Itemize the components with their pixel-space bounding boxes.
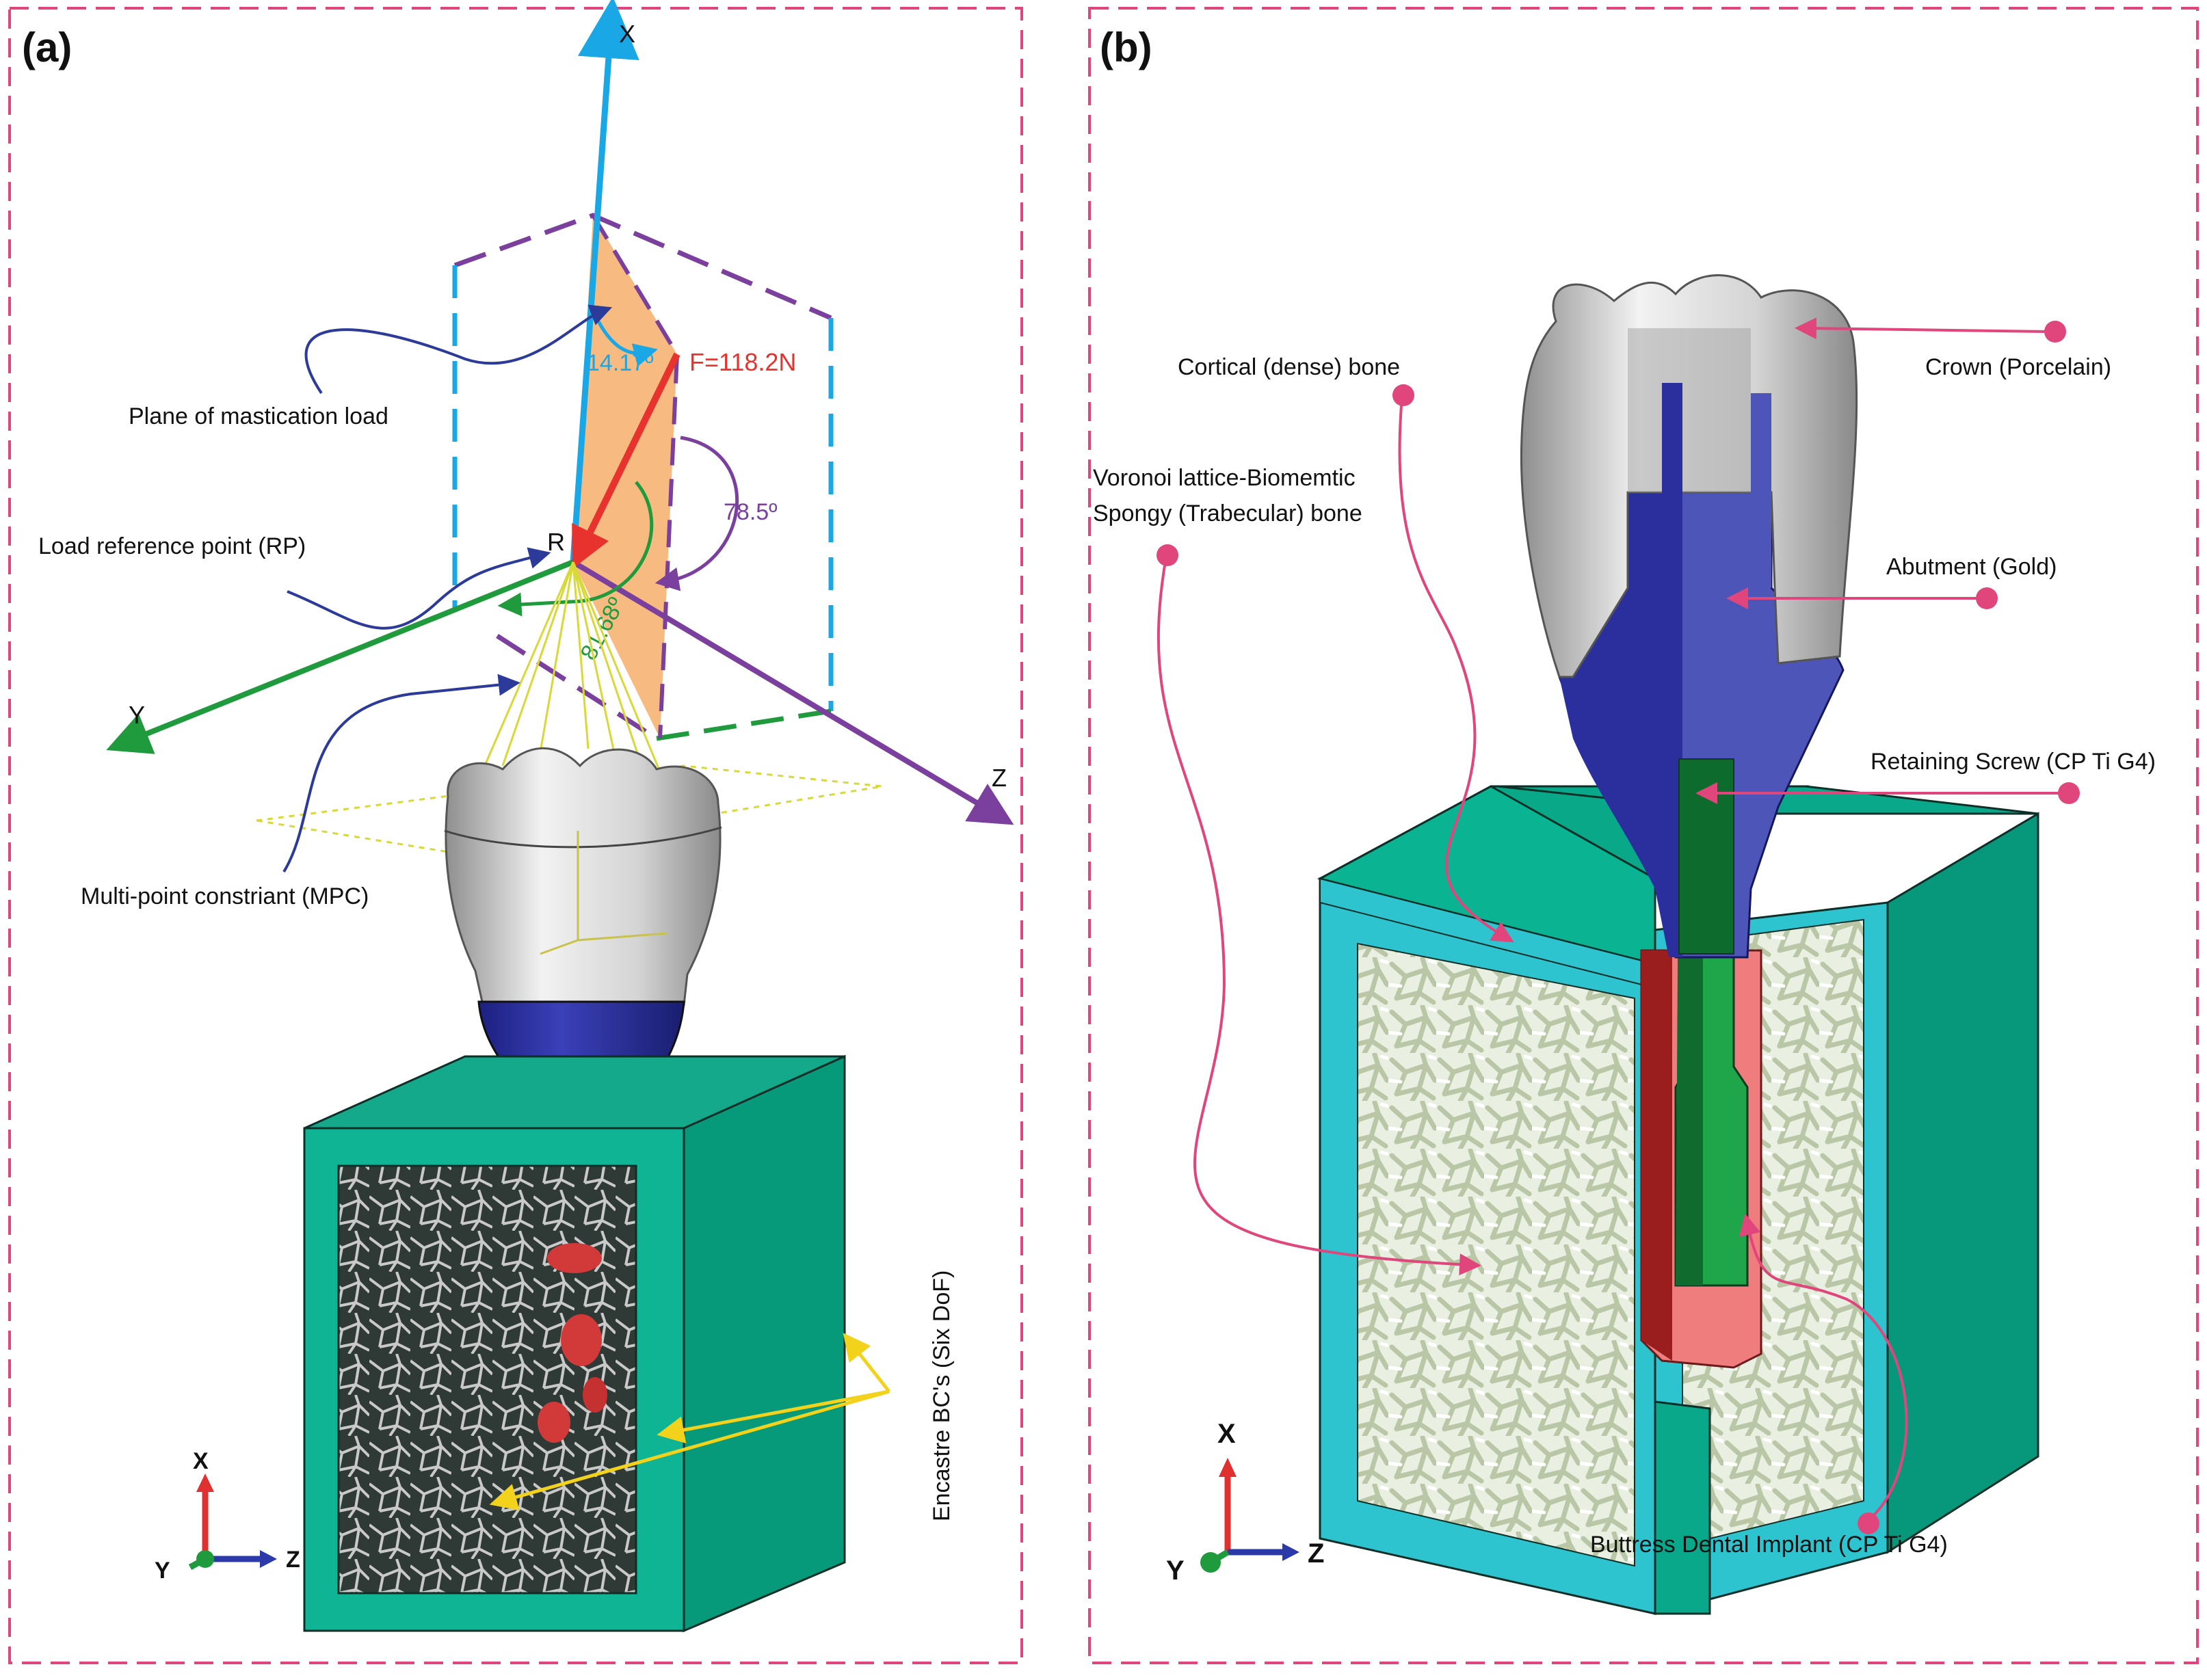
angle-arc-2 (655, 436, 739, 591)
trabecular-left (1357, 942, 1635, 1567)
force-arrow (572, 352, 680, 569)
z-axis-arrow (571, 559, 1014, 825)
triad-a: X Y Z (155, 1448, 300, 1584)
abutment-label: Abutment (Gold) (1886, 554, 2057, 580)
x-axis-label: X (619, 20, 635, 48)
voronoi-label-2: Spongy (Trabecular) bone (1093, 501, 1362, 526)
crown-label: Crown (Porcelain) (1925, 354, 2111, 380)
angle-1-label: 14.17º (587, 350, 654, 376)
callouts-b (1157, 317, 2062, 1523)
load-plane-box (452, 213, 834, 741)
panel-b-tag: (b) (1100, 25, 1152, 70)
angle-arc-1 (596, 320, 658, 367)
triad-b-z: Z (1308, 1538, 1324, 1569)
angle-2-label: 78.5º (724, 499, 778, 525)
screw-label: Retaining Screw (CP Ti G4) (1871, 749, 2156, 775)
voronoi-leader (1157, 557, 1481, 1276)
triad-b: X Y Z (1166, 1419, 1324, 1586)
callout-dots (1157, 321, 2080, 1534)
bc-label: Encastre BC's (Six DoF) (929, 1270, 955, 1521)
implant-leader (1739, 1213, 1908, 1523)
y-axis-arrow (106, 559, 574, 754)
rp-label: Load reference point (RP) (38, 533, 306, 559)
angle-arc-3 (497, 481, 654, 617)
panel-b: (b) (1088, 7, 2199, 1664)
x-axis-arrow (570, 0, 639, 563)
crown-a (444, 747, 722, 1006)
rp-leader (287, 547, 551, 630)
plane-label: Plane of mastication load (129, 403, 388, 429)
mpc-label: Multi-point constriant (MPC) (81, 883, 369, 909)
bone-block-a (303, 1054, 846, 1633)
mpc-leader (282, 674, 520, 873)
triad-b-x: X (1217, 1419, 1236, 1449)
panel-b-frame (1088, 7, 2199, 1664)
bc-arrows (489, 1333, 890, 1510)
mpc-lines (477, 561, 672, 797)
triad-a-z: Z (286, 1547, 300, 1573)
plane-leader (304, 304, 612, 395)
panel-a-frame (8, 7, 1023, 1664)
crown-leader (1795, 317, 2049, 340)
triad-a-x: X (193, 1448, 209, 1474)
trabecular-mesh-a (337, 1164, 637, 1595)
voronoi-label-1: Voronoi lattice-Biomemtic (1093, 465, 1356, 491)
ref-point-label: R (547, 528, 565, 556)
triad-a-y: Y (155, 1558, 170, 1584)
force-label: F=118.2N (689, 348, 796, 376)
bone-block-b (1317, 785, 2039, 1615)
cortical-leader (1398, 396, 1514, 943)
cortical-label: Cortical (dense) bone (1178, 354, 1400, 380)
panel-a-tag: (a) (22, 25, 72, 70)
panel-a: (a) X Y Z F=118.2N R 14.17º 78.5º (8, 0, 1023, 1664)
z-axis-label: Z (992, 764, 1007, 792)
implant-label: Buttress Dental Implant (CP Ti G4) (1590, 1532, 1948, 1558)
y-axis-label: Y (129, 701, 145, 729)
triad-b-y: Y (1166, 1556, 1185, 1586)
implant-assembly-b (1520, 274, 1858, 1369)
